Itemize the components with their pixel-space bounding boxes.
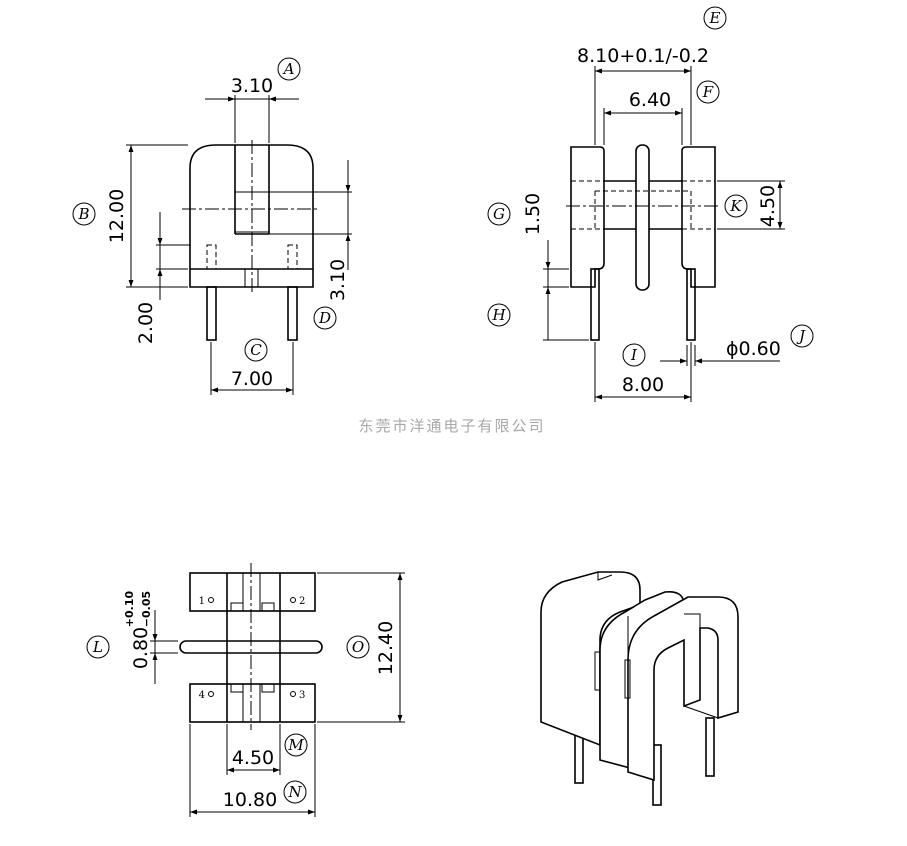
side-dim-overall: 8.10+0.1/-0.2 xyxy=(577,45,709,67)
side-dim-inner: 6.40 xyxy=(629,89,671,111)
bottom-dim-core: 4.50 xyxy=(232,747,274,769)
pin-3-label: 3 xyxy=(299,690,305,701)
bubble-m: M xyxy=(287,736,304,754)
front-view: 3.10 12.00 2.00 3.10 7.00 A B C D xyxy=(72,57,352,395)
company-name: 东莞市洋通电子有限公司 xyxy=(358,417,545,435)
bottom-dim-width: 10.80 xyxy=(223,789,277,811)
front-dim-width-top: 3.10 xyxy=(231,75,273,97)
pin-4-label: 4 xyxy=(199,690,205,701)
pin-2-label: 2 xyxy=(299,596,305,607)
front-dim-pin-len: 2.00 xyxy=(135,302,157,344)
front-dim-pin-pitch: 7.00 xyxy=(231,368,273,390)
bubble-e: E xyxy=(709,9,721,27)
bubble-b: B xyxy=(77,205,89,223)
bottom-tol-minus: −0.05 xyxy=(140,591,153,627)
side-dim-pin-dia: ϕ0.60 xyxy=(726,338,781,360)
bubble-o: O xyxy=(352,638,364,656)
bubble-j: J xyxy=(796,327,806,345)
bubble-d: D xyxy=(318,309,331,327)
front-dim-right: 3.10 xyxy=(327,259,349,301)
bubble-n: N xyxy=(287,783,302,801)
bubble-c: C xyxy=(250,341,262,359)
bubble-i: I xyxy=(630,346,638,364)
side-dim-flange: 1.50 xyxy=(522,193,544,235)
bottom-dim-plate: 0.80 xyxy=(130,627,152,669)
side-dim-core: 4.50 xyxy=(757,185,779,227)
bubble-g: G xyxy=(493,205,505,223)
isometric-view xyxy=(540,571,739,806)
side-view: 8.10+0.1/-0.2 6.40 4.50 1.50 8.00 ϕ0.60 … xyxy=(487,6,814,402)
bubble-a: A xyxy=(282,60,295,78)
bubble-f: F xyxy=(702,83,714,101)
bubble-h: H xyxy=(491,306,506,324)
bottom-tol-plus: +0.10 xyxy=(123,590,136,627)
bottom-view: 1 2 3 4 12.40 0.80 +0.10 −0.05 4.50 10.8… xyxy=(86,563,405,817)
front-dim-height: 12.00 xyxy=(106,189,128,243)
bubble-k: K xyxy=(729,197,742,215)
bottom-dim-height: 12.40 xyxy=(375,621,397,675)
pin-1-label: 1 xyxy=(199,596,205,607)
bubble-l: L xyxy=(92,638,103,656)
side-dim-pin-pitch: 8.00 xyxy=(622,374,664,396)
